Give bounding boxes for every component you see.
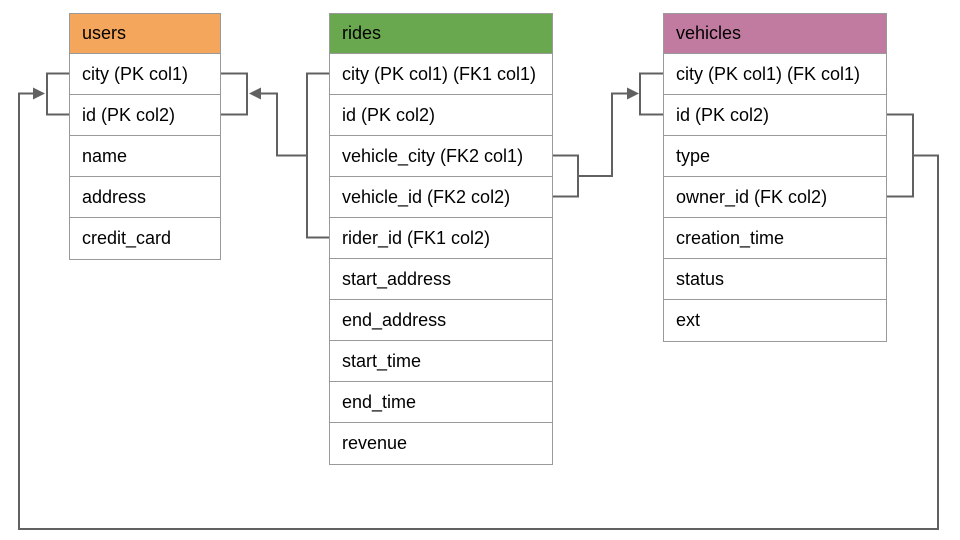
table-row: start_time — [330, 341, 552, 382]
column-label: status — [676, 268, 725, 289]
connector-line — [260, 92, 307, 157]
column-label: vehicle_id (FK2 col2) — [342, 186, 511, 207]
table-row: city (PK col1) — [70, 54, 220, 95]
users-right-bracket — [221, 72, 248, 116]
table-row: id (PK col2) — [330, 95, 552, 136]
column-label: city (PK col1) — [82, 63, 189, 84]
column-label: owner_id (FK col2) — [676, 186, 828, 207]
column-label: start_time — [342, 350, 422, 371]
table-row: revenue — [330, 423, 552, 464]
table-row: ext — [664, 300, 886, 341]
column-label: id (PK col2) — [82, 104, 176, 125]
table-vehicles: vehicles city (PK col1) (FK col1) id (PK… — [663, 13, 887, 342]
table-row: vehicle_id (FK2 col2) — [330, 177, 552, 218]
connector-line — [578, 92, 628, 177]
table-row: id (PK col2) — [70, 95, 220, 136]
table-header-rides: rides — [330, 14, 552, 54]
table-row: name — [70, 136, 220, 177]
arrowhead-right-icon — [33, 87, 45, 100]
vehicles-left-bracket — [639, 72, 663, 116]
table-row: city (PK col1) (FK1 col1) — [330, 54, 552, 95]
table-row: end_address — [330, 300, 552, 341]
column-label: name — [82, 145, 128, 166]
table-row: end_time — [330, 382, 552, 423]
column-label: address — [82, 186, 147, 207]
table-row: credit_card — [70, 218, 220, 259]
column-label: id (PK col2) — [342, 104, 436, 125]
column-label: city (PK col1) (FK col1) — [676, 63, 861, 84]
column-label: vehicle_city (FK2 col1) — [342, 145, 524, 166]
table-title: vehicles — [676, 23, 742, 43]
table-title: users — [82, 23, 127, 43]
vehicles-right-bracket — [887, 113, 914, 198]
table-row: id (PK col2) — [664, 95, 886, 136]
table-row: type — [664, 136, 886, 177]
table-row: city (PK col1) (FK col1) — [664, 54, 886, 95]
table-row: status — [664, 259, 886, 300]
arrowhead-left-icon — [249, 87, 261, 100]
users-left-bracket — [46, 72, 69, 116]
column-label: end_address — [342, 309, 447, 330]
column-label: type — [676, 145, 711, 166]
table-rides: rides city (PK col1) (FK1 col1) id (PK c… — [329, 13, 553, 465]
column-label: end_time — [342, 391, 417, 412]
rides-right-bracket — [553, 154, 579, 198]
table-header-users: users — [70, 14, 220, 54]
table-header-vehicles: vehicles — [664, 14, 886, 54]
column-label: start_address — [342, 268, 452, 289]
column-label: ext — [676, 310, 701, 330]
column-label: revenue — [342, 433, 408, 453]
table-users: users city (PK col1) id (PK col2) name a… — [69, 13, 221, 260]
column-label: creation_time — [676, 227, 785, 248]
table-row: vehicle_city (FK2 col1) — [330, 136, 552, 177]
rides-left-bracket — [306, 72, 329, 239]
column-label: credit_card — [82, 228, 172, 248]
connector-rides-users — [221, 72, 329, 239]
table-row: rider_id (FK1 col2) — [330, 218, 552, 259]
table-row: owner_id (FK col2) — [664, 177, 886, 218]
column-label: city (PK col1) (FK1 col1) — [342, 63, 537, 84]
connector-rides-vehicles — [553, 72, 663, 198]
table-title: rides — [342, 23, 382, 43]
column-label: rider_id (FK1 col2) — [342, 227, 491, 248]
table-row: creation_time — [664, 218, 886, 259]
arrowhead-right-icon — [627, 87, 639, 100]
column-label: id (PK col2) — [676, 104, 770, 125]
table-row: start_address — [330, 259, 552, 300]
table-row: address — [70, 177, 220, 218]
